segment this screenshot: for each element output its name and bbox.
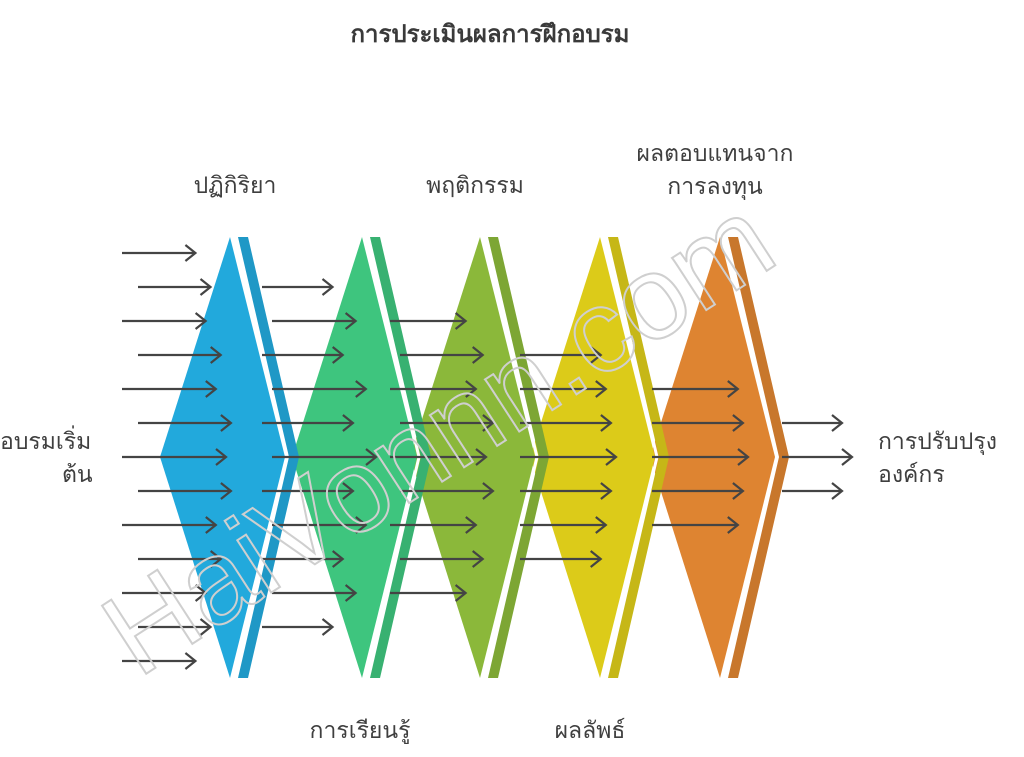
output-label-line2: องค์กร	[878, 462, 945, 488]
arrow-into-reaction	[138, 482, 233, 500]
stage-label-results: ผลลัพธ์	[554, 718, 626, 744]
arrow-into-behavior	[390, 312, 468, 330]
stage-label-behavior: พฤติกรรม	[426, 173, 524, 199]
arrow-into-learning	[262, 550, 345, 568]
arrow-into-results	[520, 414, 613, 432]
arrow-into-roi	[652, 380, 740, 398]
output-arrow	[782, 414, 844, 432]
arrow-into-reaction	[122, 516, 218, 534]
arrow-into-results	[520, 516, 608, 534]
input-label-line1: อบรมเริ่ม	[0, 429, 92, 455]
arrow-into-learning	[272, 516, 368, 534]
arrow-into-learning	[272, 448, 378, 466]
arrow-into-behavior	[400, 414, 495, 432]
arrow-into-reaction	[122, 244, 198, 262]
arrow-into-behavior	[390, 516, 478, 534]
stage-label-roi-line1: ผลตอบแทนจาก	[636, 141, 794, 167]
arrow-into-reaction	[122, 448, 228, 466]
arrow-into-roi	[652, 414, 745, 432]
arrow-into-learning	[262, 278, 335, 296]
arrow-into-learning	[262, 482, 355, 500]
arrow-into-learning	[262, 346, 345, 364]
arrow-into-results	[520, 448, 618, 466]
arrow-into-reaction	[138, 618, 213, 636]
arrow-into-behavior	[400, 346, 485, 364]
output-arrow	[782, 448, 854, 466]
arrow-into-results	[520, 380, 608, 398]
arrow-into-reaction	[138, 550, 223, 568]
arrow-into-reaction	[138, 414, 233, 432]
arrow-into-reaction	[122, 584, 208, 602]
stage-label-roi-line2: การลงทุน	[667, 174, 763, 200]
arrow-into-reaction	[138, 278, 213, 296]
arrow-into-roi	[652, 448, 750, 466]
arrow-into-behavior	[400, 550, 485, 568]
diagram-title: การประเมินผลการฝึกอบรม	[350, 20, 630, 48]
arrow-into-results	[520, 482, 613, 500]
arrow-into-learning	[262, 618, 335, 636]
arrow-into-roi	[652, 516, 740, 534]
arrow-into-results	[520, 346, 603, 364]
stage-label-learning: การเรียนรู้	[309, 718, 411, 744]
arrow-into-behavior	[400, 482, 495, 500]
output-arrow	[782, 482, 844, 500]
input-label-line2: ต้น	[62, 462, 93, 488]
arrow-into-behavior	[390, 380, 478, 398]
arrow-into-results	[520, 550, 603, 568]
output-label-line1: การปรับปรุง	[878, 429, 997, 455]
arrow-into-behavior	[390, 584, 468, 602]
arrow-into-behavior	[390, 448, 488, 466]
arrow-into-reaction	[138, 346, 223, 364]
arrow-into-roi	[652, 482, 745, 500]
arrow-into-reaction	[122, 312, 208, 330]
stage-label-reaction: ปฏิกิริยา	[193, 173, 277, 199]
arrow-into-reaction	[122, 652, 198, 670]
arrow-into-learning	[272, 584, 358, 602]
arrow-into-learning	[272, 312, 358, 330]
arrow-into-learning	[272, 380, 368, 398]
arrow-into-reaction	[122, 380, 218, 398]
arrow-into-learning	[262, 414, 355, 432]
